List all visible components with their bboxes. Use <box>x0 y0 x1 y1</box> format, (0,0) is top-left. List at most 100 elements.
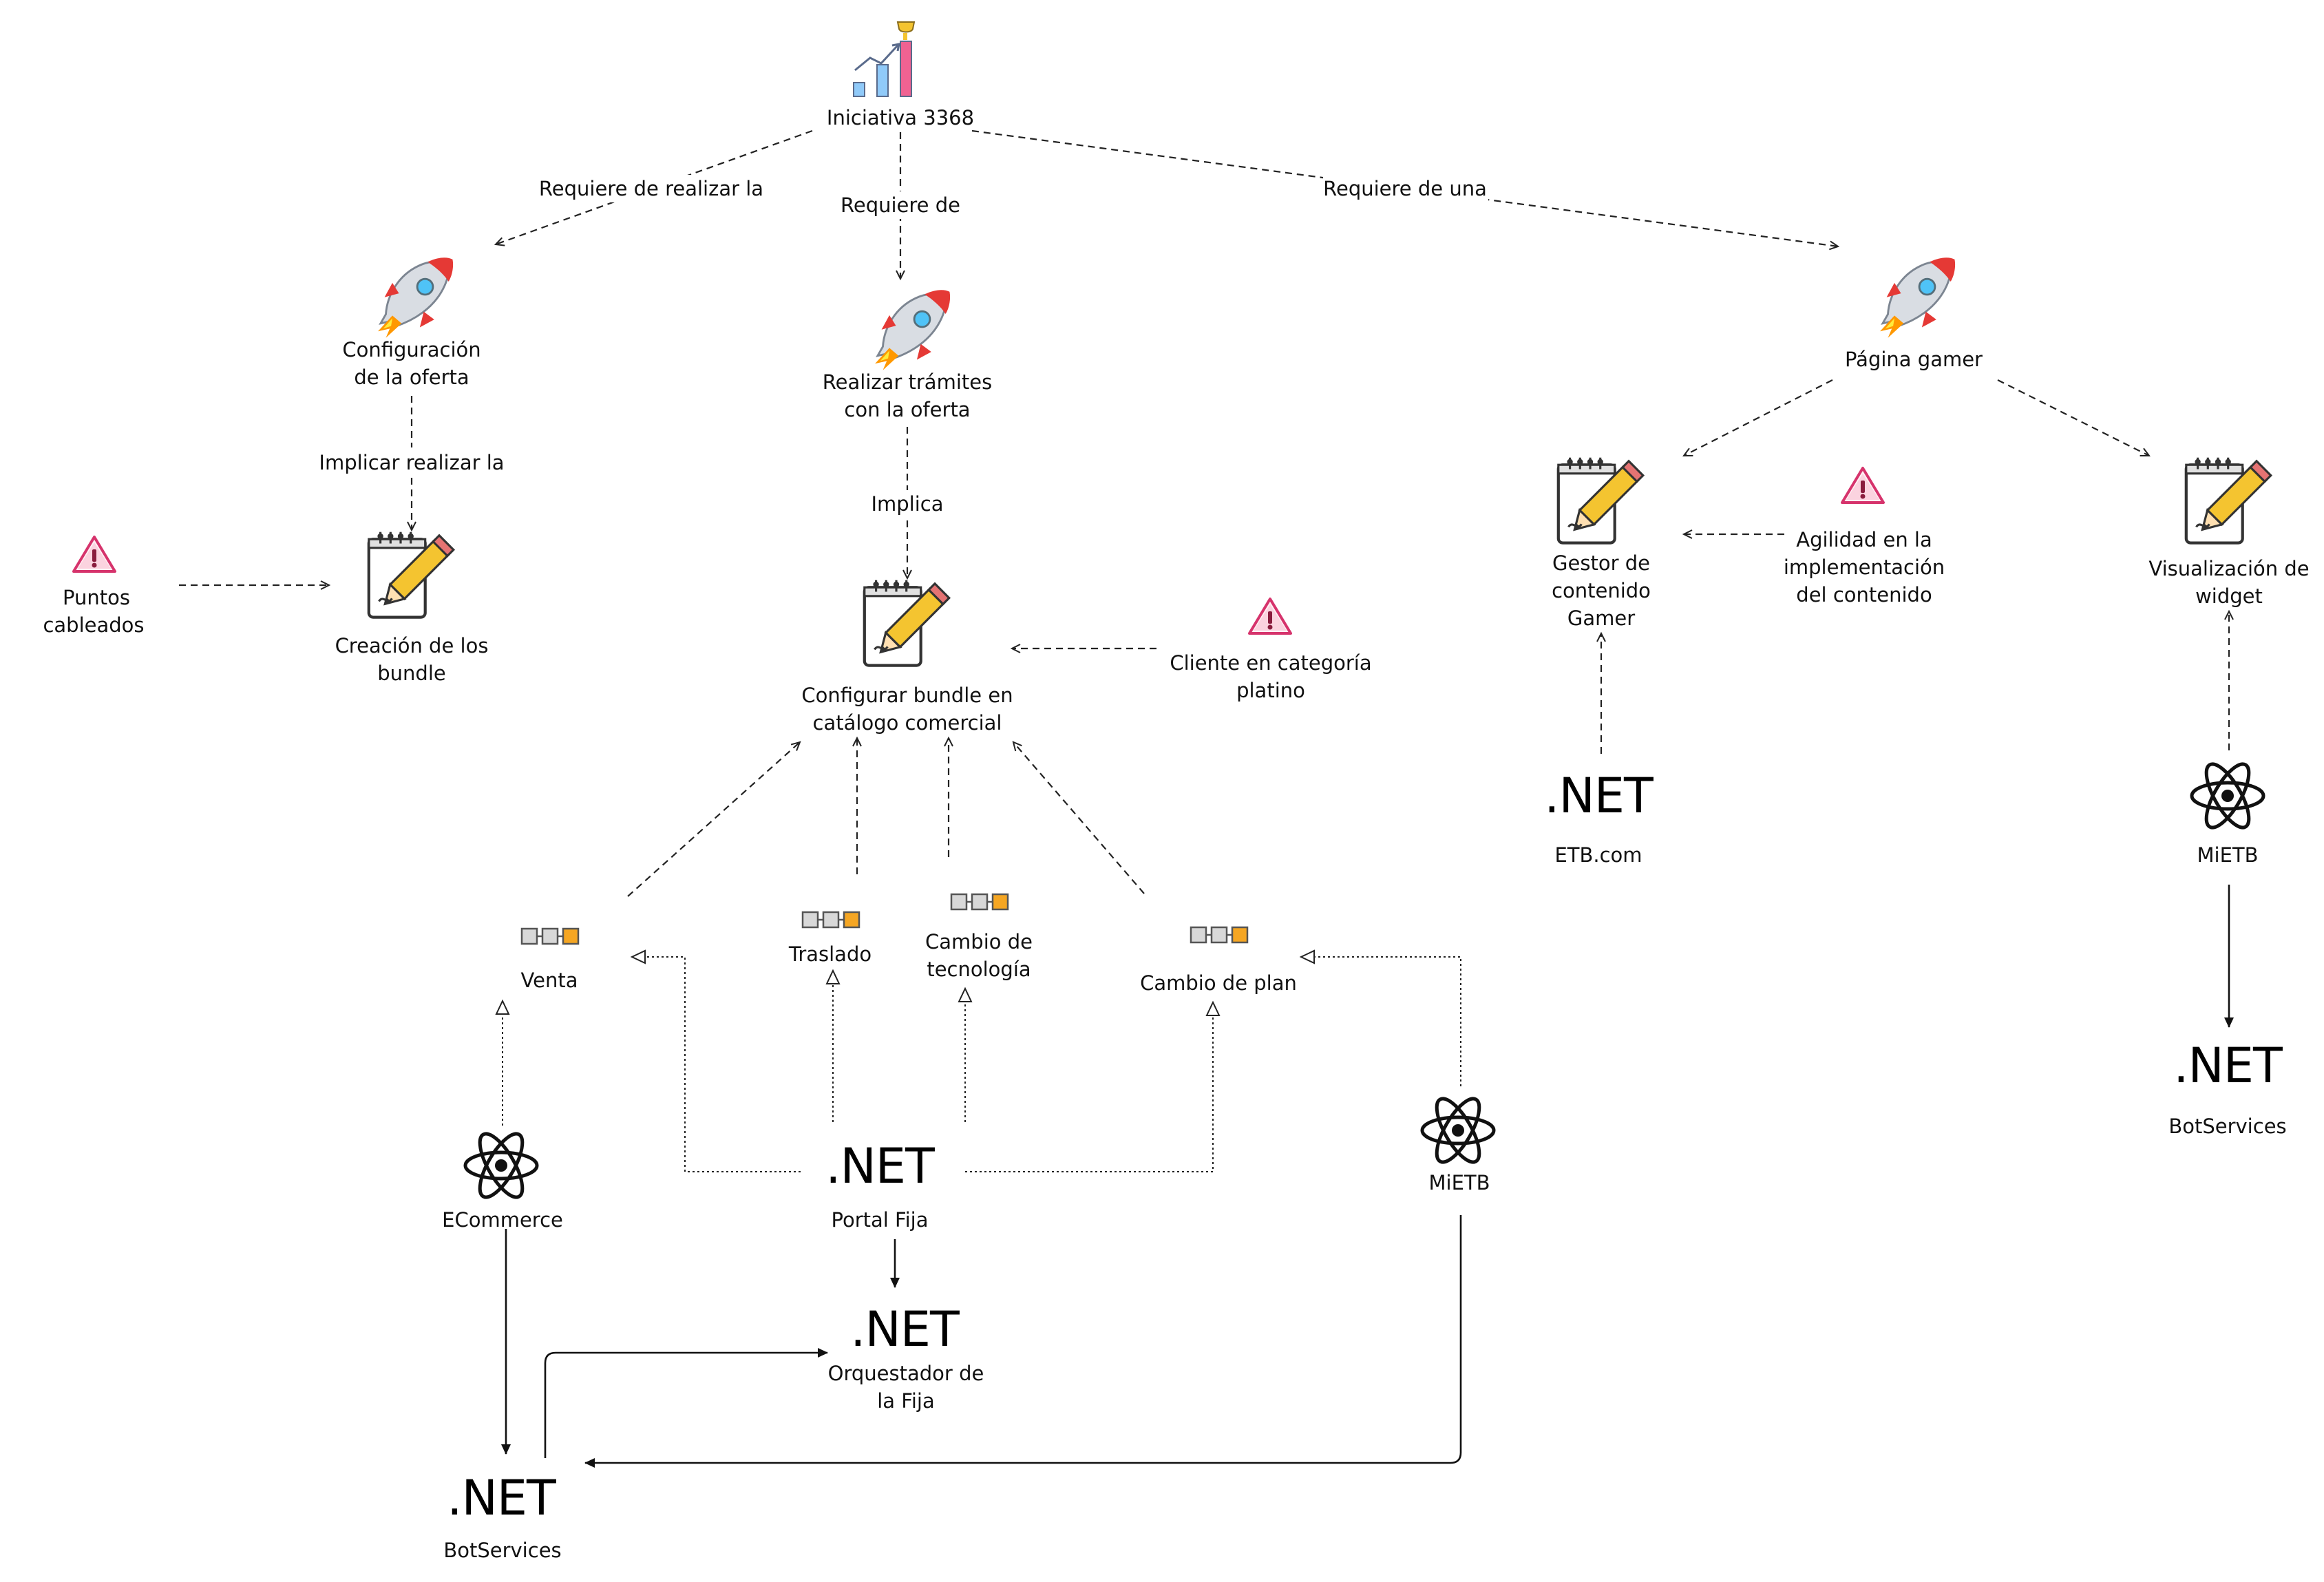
story-configurar-bundle[interactable]: Configurar bundle en catálogo comercial <box>801 580 1013 735</box>
system-ecommerce[interactable]: ECommerce <box>442 1128 563 1232</box>
dotnet-logo: .NET <box>447 1470 556 1526</box>
story-widget-label-2: widget <box>2195 584 2263 608</box>
edge-portal-venta <box>630 949 801 1172</box>
notepad-pencil-icon <box>865 580 949 666</box>
warning-icon <box>1841 467 1885 504</box>
system-orquestador-label-2: la Fija <box>877 1389 935 1413</box>
dotnet-logo: .NET <box>1544 768 1654 824</box>
risk-cliente-platino[interactable]: Cliente en categoría platino <box>1170 598 1372 702</box>
rocket-icon <box>1879 256 1956 339</box>
feature-config-oferta-label-1: Configuración <box>342 338 480 361</box>
risk-cliente-label-2: platino <box>1236 679 1305 702</box>
story-visualizacion-widget[interactable]: Visualización de widget <box>2148 458 2310 608</box>
realization-edges <box>495 949 1461 1172</box>
process-plan-label: Cambio de plan <box>1140 971 1297 995</box>
risk-agilidad-label-2: implementación <box>1784 556 1945 579</box>
risk-agilidad-label-1: Agilidad en la <box>1796 528 1932 551</box>
process-chain-icon <box>520 927 580 945</box>
story-configurar-label-1: Configurar bundle en <box>801 684 1013 707</box>
process-traslado[interactable]: Traslado <box>788 911 872 966</box>
system-botservices-left[interactable]: .NET BotServices <box>443 1470 561 1562</box>
edge-portal-plan <box>965 1000 1221 1172</box>
initiative-node[interactable]: Iniciativa 3368 <box>827 21 974 129</box>
react-atom-icon <box>465 1128 537 1203</box>
story-gestor-label-1: Gestor de <box>1552 551 1650 575</box>
edge-mietb-plan <box>1299 949 1461 1086</box>
risk-agilidad-label-3: del contenido <box>1796 583 1932 607</box>
feature-config-oferta[interactable]: Configuración de la oferta <box>342 256 481 389</box>
dependency-edges <box>501 885 2234 1468</box>
process-cambio-plan[interactable]: Cambio de plan <box>1140 926 1297 995</box>
edge-venta-configurar <box>627 741 801 897</box>
system-mietb-center-label: MiETB <box>1428 1171 1490 1194</box>
story-gestor-label-3: Gamer <box>1567 607 1635 630</box>
process-cambio-tecnologia[interactable]: Cambio de tecnología <box>925 893 1033 981</box>
dotnet-logo: .NET <box>825 1138 935 1194</box>
process-chain-icon <box>950 893 1009 911</box>
dotnet-logo: .NET <box>2173 1037 2283 1094</box>
notepad-pencil-icon <box>369 532 454 618</box>
system-ecommerce-label: ECommerce <box>442 1208 563 1232</box>
feature-pagina-gamer[interactable]: Página gamer <box>1845 256 1983 371</box>
story-creacion-label-1: Creación de los <box>335 634 489 657</box>
process-tecnologia-label-1: Cambio de <box>925 930 1033 953</box>
system-etb-com[interactable]: .NET ETB.com <box>1544 768 1654 867</box>
react-atom-icon <box>2192 758 2263 833</box>
process-tecnologia-label-2: tecnología <box>927 958 1031 981</box>
system-botservices-left-label: BotServices <box>443 1539 561 1562</box>
edge-gamer-widget <box>1997 379 2151 456</box>
risk-agilidad[interactable]: Agilidad en la implementación del conten… <box>1784 467 1945 607</box>
story-gestor-label-2: contenido <box>1552 579 1651 602</box>
notepad-pencil-icon <box>1559 458 1643 543</box>
edge-plan-configurar <box>1012 741 1145 894</box>
edge-label-requiere-de: Requiere de <box>841 193 960 217</box>
process-venta[interactable]: Venta <box>520 927 580 992</box>
system-mietb-right-label: MiETB <box>2197 843 2258 867</box>
edge-label-requiere-de-una: Requiere de una <box>1323 177 1487 200</box>
edge-label-requiere-realizar: Requiere de realizar la <box>539 177 763 200</box>
system-mietb-center[interactable]: MiETB <box>1422 1093 1494 1194</box>
story-creacion-label-2: bundle <box>377 662 445 685</box>
edge-label-implica: Implica <box>871 492 943 516</box>
feature-config-oferta-label-2: de la oferta <box>354 366 469 389</box>
dotnet-logo: .NET <box>850 1301 960 1358</box>
risk-puntos-cableados[interactable]: Puntos cableados <box>43 536 145 637</box>
risk-puntos-label-1: Puntos <box>63 586 130 609</box>
edge-mietb-botservices <box>584 1215 1462 1468</box>
system-botservices-right[interactable]: .NET BotServices <box>2168 1037 2286 1138</box>
edge-labels: Requiere de realizar la Requiere de Requ… <box>319 175 1488 518</box>
warning-icon <box>72 536 116 573</box>
system-botservices-right-label: BotServices <box>2168 1115 2286 1138</box>
system-mietb-right[interactable]: MiETB <box>2192 758 2263 867</box>
feature-gamer-label: Página gamer <box>1845 348 1983 371</box>
feature-tramites-label-1: Realizar trámites <box>823 370 992 394</box>
react-atom-icon <box>1422 1093 1494 1168</box>
initiative-label: Iniciativa 3368 <box>827 106 974 129</box>
story-creacion-bundle[interactable]: Creación de los bundle <box>335 532 489 685</box>
process-chain-icon <box>1190 926 1249 944</box>
system-etb-com-label: ETB.com <box>1554 843 1642 867</box>
edge-label-implicar: Implicar realizar la <box>319 451 504 474</box>
story-gestor-contenido[interactable]: Gestor de contenido Gamer <box>1552 458 1651 630</box>
rocket-icon <box>874 288 951 372</box>
rocket-icon <box>377 256 454 339</box>
system-orquestador-label-1: Orquestador de <box>828 1362 984 1385</box>
edges <box>179 129 2234 897</box>
edge-botservices-orquestador <box>544 1348 828 1458</box>
trophy-chart-icon <box>853 21 916 97</box>
story-widget-label-1: Visualización de <box>2148 557 2309 580</box>
system-orquestador[interactable]: .NET Orquestador de la Fija <box>828 1301 984 1413</box>
system-portal-fija-label: Portal Fija <box>832 1208 929 1232</box>
edge-gamer-gestor <box>1682 379 1833 457</box>
story-configurar-label-2: catálogo comercial <box>813 711 1002 735</box>
risk-puntos-label-2: cableados <box>43 613 144 637</box>
process-chain-icon <box>801 911 860 929</box>
risk-cliente-label-1: Cliente en categoría <box>1170 651 1371 675</box>
notepad-pencil-icon <box>2186 458 2271 543</box>
process-traslado-label: Traslado <box>788 942 872 966</box>
process-venta-label: Venta <box>521 969 578 992</box>
feature-realizar-tramites[interactable]: Realizar trámites con la oferta <box>823 288 992 421</box>
system-portal-fija[interactable]: .NET Portal Fija <box>825 1138 936 1232</box>
feature-tramites-label-2: con la oferta <box>844 398 970 421</box>
